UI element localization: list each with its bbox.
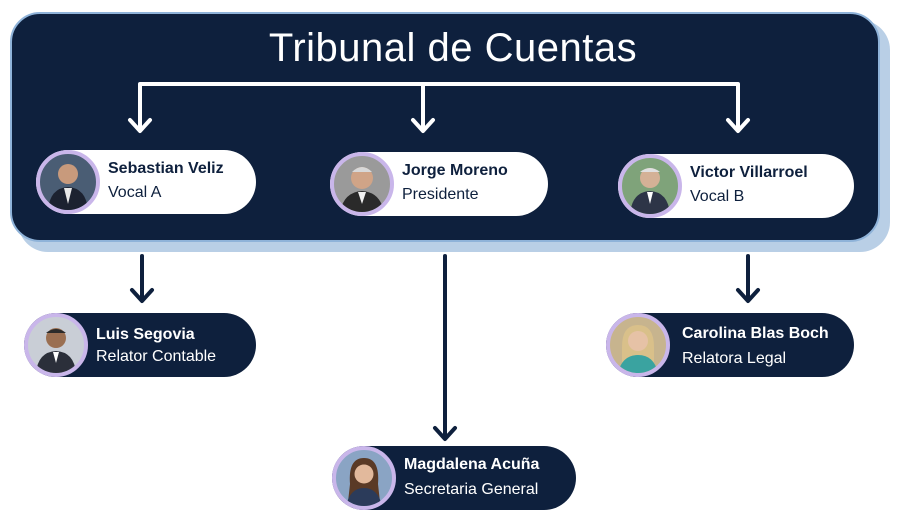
member-role: Secretaria General: [404, 481, 539, 498]
avatar-sebastian-veliz: [36, 150, 100, 214]
member-role: Relator Contable: [96, 348, 217, 365]
arrow-to-relator-contable: [130, 254, 154, 303]
member-role: Relatora Legal: [682, 350, 787, 367]
arrow-to-secretaria-general: [433, 254, 457, 441]
avatar-luis-segovia: [24, 313, 88, 377]
arrow-to-vocal-a: [128, 82, 152, 133]
member-name: Sebastian Veliz: [108, 160, 224, 177]
member-role: Vocal A: [108, 184, 162, 201]
member-name: Carolina Blas Boch: [682, 325, 829, 342]
member-card-presidente: Jorge Moreno Presidente: [330, 152, 548, 216]
arrow-to-vocal-b: [726, 82, 750, 133]
avatar-carolina-blas-boch: [606, 313, 670, 377]
org-chart-title: Tribunal de Cuentas: [268, 26, 638, 70]
member-card-vocal-b: Victor Villarroel Vocal B: [618, 154, 854, 218]
member-role: Vocal B: [690, 188, 745, 205]
member-name: Jorge Moreno: [402, 162, 508, 179]
member-name: Magdalena Acuña: [404, 456, 540, 473]
avatar-jorge-moreno: [330, 152, 394, 216]
arrow-to-presidente: [411, 82, 435, 133]
member-card-relator-contable: Luis Segovia Relator Contable: [24, 313, 256, 377]
member-name: Victor Villarroel: [690, 164, 808, 181]
avatar-victor-villarroel: [618, 154, 682, 218]
member-role: Presidente: [402, 186, 479, 203]
member-card-secretaria-general: Magdalena Acuña Secretaria General: [332, 446, 576, 510]
avatar-magdalena-acuna: [332, 446, 396, 510]
member-card-vocal-a: Sebastian Veliz Vocal A: [36, 150, 256, 214]
member-card-relatora-legal: Carolina Blas Boch Relatora Legal: [606, 313, 854, 377]
arrow-to-relatora-legal: [736, 254, 760, 303]
member-name: Luis Segovia: [96, 326, 195, 343]
